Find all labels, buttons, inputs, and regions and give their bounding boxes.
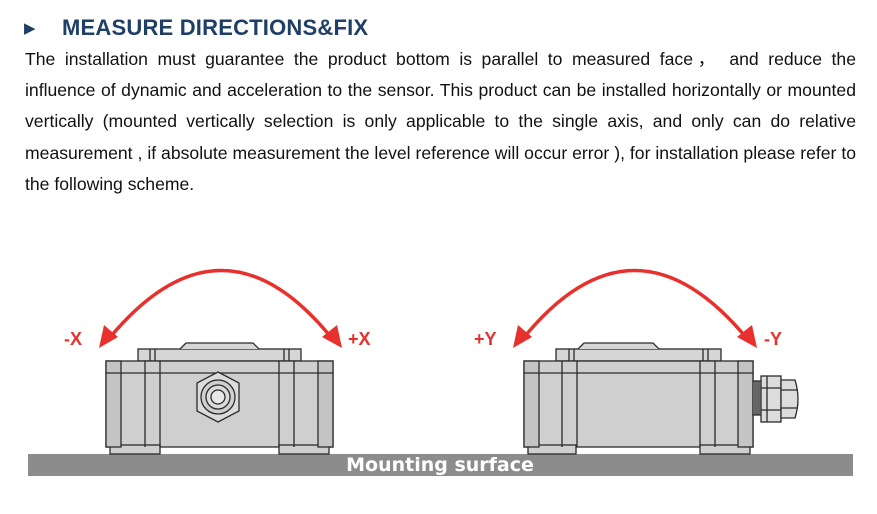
triangle-bullet-icon: ▶ — [24, 20, 36, 37]
label-minus-x: -X — [64, 329, 82, 349]
section-heading: ▶ MEASURE DIRECTIONS&FIX — [24, 13, 368, 43]
cable-gland-side-icon — [752, 375, 799, 423]
arrow-head-plus-y-icon — [513, 325, 532, 348]
mounting-surface — [28, 454, 853, 476]
arrow-head-minus-x-icon — [99, 325, 118, 348]
label-plus-y: +Y — [474, 329, 497, 349]
mounting-surface-label: Mounting surface — [346, 454, 534, 476]
installation-description: The installation must guarantee the prod… — [25, 49, 856, 194]
rotation-arrow-y — [519, 268, 751, 343]
label-plus-x: +X — [348, 329, 371, 349]
sensor-front-view — [105, 342, 334, 455]
arrow-head-plus-x-icon — [322, 325, 342, 348]
label-minus-y: -Y — [764, 329, 782, 349]
sensor-side-view — [523, 342, 799, 455]
section-title: MEASURE DIRECTIONS&FIX — [62, 15, 369, 40]
rotation-arrow-x — [105, 268, 336, 343]
arrow-head-minus-y-icon — [737, 325, 757, 348]
